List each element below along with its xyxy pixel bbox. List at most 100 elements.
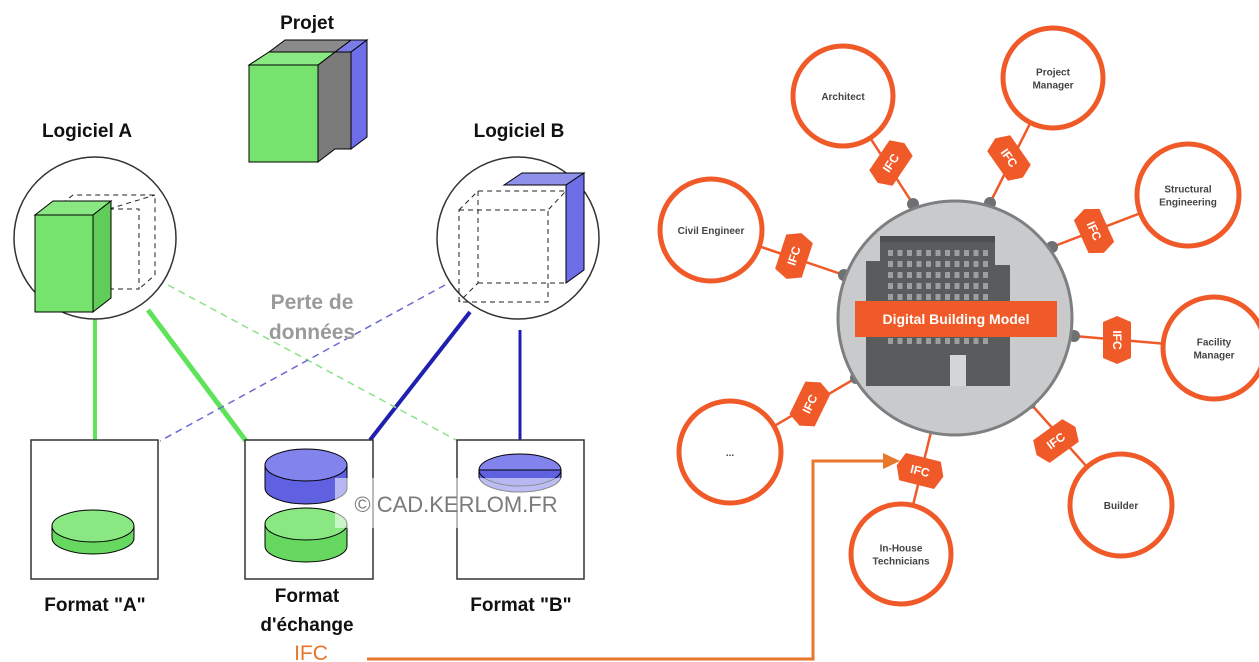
window [916,338,922,344]
window [888,294,893,300]
ifc-badge-shape [1073,208,1115,254]
window [954,261,960,267]
stakeholder-circle [676,398,784,506]
window [973,261,979,267]
window [973,294,979,300]
stakeholder-circle [1160,294,1259,402]
window [926,338,931,344]
stakeholder-label: Structural [1164,185,1211,196]
ifc-badge-text: IFC [909,462,931,480]
exchange-format-disks-icon [264,448,348,563]
window [983,250,988,256]
stakeholder-circle [657,176,765,284]
window [935,294,941,300]
stakeholder-label: In-House [880,544,923,555]
ifc-badge: IFC [896,453,944,489]
window [907,272,912,278]
window [916,250,922,256]
window [888,338,893,344]
window [916,272,922,278]
ifc-badge: IFC [1103,316,1131,364]
window [897,283,903,289]
window [983,261,988,267]
window [897,250,903,256]
line-a-to-exchange [145,308,249,443]
window [964,250,969,256]
window [935,250,941,256]
window [888,272,893,278]
ifc-badge-shape [896,453,944,489]
window [945,272,950,278]
window [983,294,988,300]
project-title: Projet [280,13,335,34]
stakeholder-label: Civil Engineer [678,226,745,237]
data-loss-label-line2: données [269,321,355,344]
format-b-label: Format "B" [470,595,571,616]
stakeholder-label: Architect [821,92,865,103]
window [888,261,893,267]
data-loss-line-blue [159,284,446,442]
stakeholder-circle [1067,451,1175,559]
stakeholder-circle [790,43,896,149]
stakeholder-circle [848,501,954,607]
watermark: © CAD.KERLOM.FR [335,478,580,528]
window [916,294,922,300]
ifc-badge-text: IFC [784,244,803,267]
exchange-format-label-line2: d'échange [260,615,353,636]
window [954,250,960,256]
data-loss-line-green [167,284,459,442]
window [973,338,979,344]
window [897,338,903,344]
window [964,272,969,278]
format-a-disk-icon [51,509,135,555]
ifc-badge-shape [1033,419,1079,463]
ifc-badge: IFC [1073,208,1115,254]
ifc-badge: IFC [1033,419,1079,463]
stakeholder-label: Technicians [872,557,929,568]
ifc-arrow [367,453,900,661]
ifc-badge-shape [1103,316,1131,364]
window [926,261,931,267]
stakeholder-node: Civil Engineer [657,176,765,284]
window [973,272,979,278]
window [973,250,979,256]
data-loss-label-line1: Perte de [271,291,354,314]
window [983,338,988,344]
ifc-badge: IFC [869,140,913,186]
window [945,294,950,300]
window [973,283,979,289]
ifc-badge: IFC [987,135,1031,181]
window [954,283,960,289]
window [964,283,969,289]
format-a-label: Format "A" [44,595,145,616]
window [935,261,941,267]
stakeholder-node: ... [676,398,784,506]
window [926,283,931,289]
ifc-badge-shape [987,135,1031,181]
stakeholder-label: ... [726,448,735,459]
window [983,272,988,278]
ifc-badge-shape [789,381,831,427]
window [964,338,969,344]
window [935,272,941,278]
stakeholder-circle [1134,141,1242,249]
window [907,294,912,300]
window [907,283,912,289]
window [916,283,922,289]
window [907,250,912,256]
window [926,272,931,278]
window [983,283,988,289]
window [907,338,912,344]
window [935,283,941,289]
ifc-badge-shape [775,233,813,279]
exchange-format-label-line1: Format [275,586,340,607]
window [954,294,960,300]
window [945,283,950,289]
window [897,261,903,267]
software-b-circle [436,156,600,320]
